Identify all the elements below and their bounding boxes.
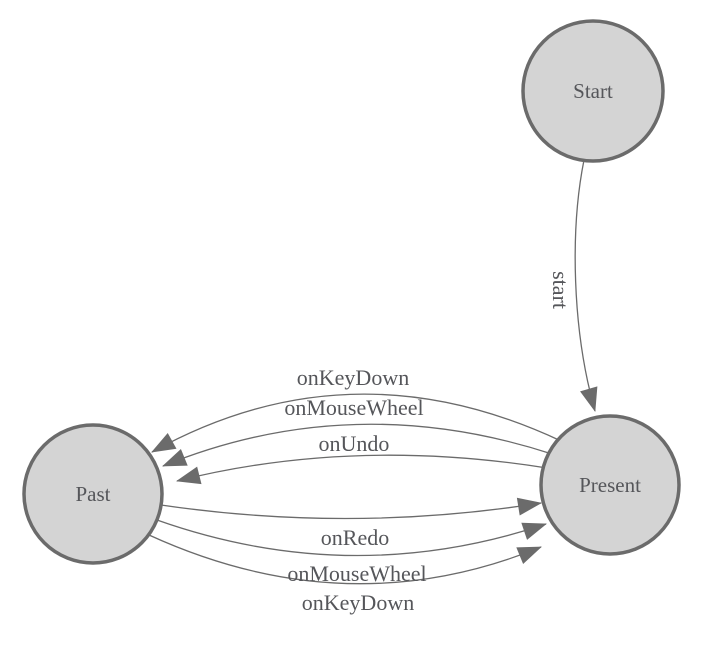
edge-past-to-present-onredo: [160, 497, 542, 520]
edge-past-to-present-onmousewheel: [156, 519, 547, 557]
edge-label-onredo: onRedo: [321, 525, 389, 550]
node-past-label: Past: [75, 482, 110, 506]
node-start-label: Start: [573, 79, 613, 103]
node-start-circle: [521, 19, 665, 163]
node-present-label: Present: [579, 473, 641, 497]
node-past-circle: [22, 423, 164, 565]
edge-label-start: start: [548, 271, 573, 309]
edge-label-onmousewheel-top: onMouseWheel: [284, 395, 423, 420]
edge-present-to-past-onmousewheel: [162, 423, 553, 467]
edge-present-to-past-onundo: [176, 454, 548, 485]
edge-label-onkeydown-bottom: onKeyDown: [302, 590, 414, 615]
node-present-circle: [539, 414, 681, 556]
edge-label-onmousewheel-bottom: onMouseWheel: [287, 561, 426, 586]
edge-start-to-present: [574, 159, 598, 412]
edge-present-to-past-onkeydown: [151, 393, 562, 453]
edge-label-onkeydown-top: onKeyDown: [297, 365, 409, 390]
edge-label-onundo: onUndo: [319, 431, 390, 456]
edge-past-to-present-onkeydown: [148, 534, 542, 585]
